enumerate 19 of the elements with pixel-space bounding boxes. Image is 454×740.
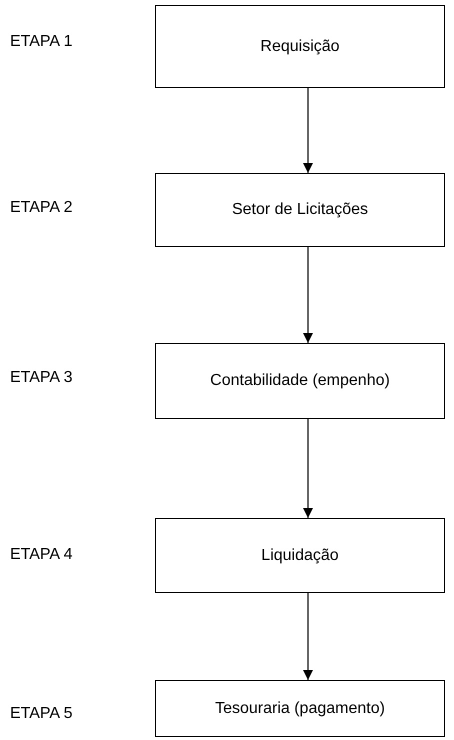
stage-label: ETAPA 4: [10, 545, 73, 565]
process-box: [155, 343, 445, 419]
step-text: Liquidação: [260, 546, 340, 566]
stage-label: ETAPA 5: [10, 704, 73, 724]
step-text: Requisição: [259, 36, 341, 56]
stage-label: ETAPA 2: [10, 198, 73, 218]
step-text: Tesouraria (pagamento): [214, 698, 386, 718]
process-box: [155, 518, 445, 593]
arrow: [303, 88, 313, 173]
arrow: [303, 247, 313, 343]
stage-label: ETAPA 3: [10, 368, 73, 388]
stage-label: ETAPA 1: [10, 32, 73, 52]
arrow: [303, 419, 313, 518]
process-box: [155, 5, 445, 88]
step-text: Contabilidade (empenho): [209, 371, 391, 391]
step-text: Setor de Licitações: [230, 200, 370, 220]
arrow: [303, 593, 313, 680]
process-box: [155, 680, 445, 737]
process-box: [155, 173, 445, 247]
